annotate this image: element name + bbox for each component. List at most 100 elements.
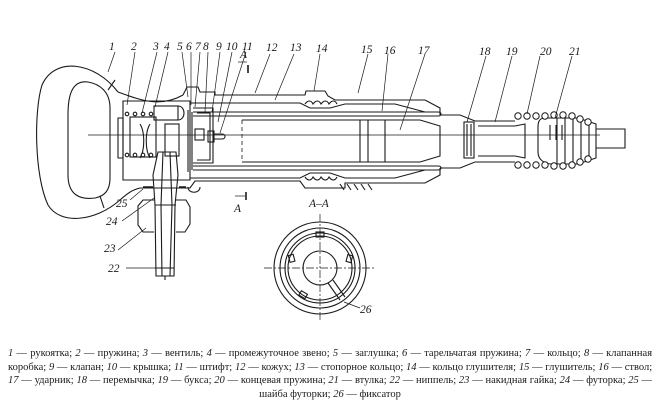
legend-text: ниппель (416, 375, 454, 387)
legend-number: 2 (75, 348, 81, 359)
section-view-a-a: A–A (264, 198, 376, 320)
legend-item: 5 — заглушка; (332, 348, 402, 359)
legend-number: 21 (328, 375, 339, 387)
air-inlet (137, 151, 201, 280)
legend-item: 12 — кожух; (234, 361, 295, 373)
legend-number: 10 (106, 361, 118, 373)
legend-text: концевая пружина (240, 375, 323, 387)
part-label-20: 20 (540, 46, 552, 58)
end-spring (514, 111, 592, 170)
legend-item: 3 — вентиль; (142, 348, 207, 359)
legend-text: штифт (199, 361, 230, 373)
part-label-2: 2 (131, 41, 137, 53)
jackhammer-schematic: A A A–A (36, 41, 626, 320)
legend-text: клапанная коробка (8, 348, 653, 373)
part-label-24: 24 (106, 216, 118, 228)
legend-number: 16 (598, 361, 609, 373)
legend-number: 17 (8, 375, 19, 387)
part-label-21: 21 (569, 46, 581, 58)
legend-text: фиксатор (359, 388, 401, 400)
legend-text: букса (184, 375, 209, 387)
part-label-22: 22 (108, 263, 120, 275)
section-title: A–A (308, 198, 330, 210)
part-label-25: 25 (116, 198, 128, 210)
legend-item: 10 — крышка; (106, 361, 174, 373)
legend-text: перемычка (103, 375, 152, 387)
legend-text: клапан (70, 361, 101, 373)
part-label-14: 14 (316, 43, 328, 55)
legend-item: 15 — глушитель; (518, 361, 599, 373)
legend-number: 19 (157, 375, 169, 387)
legend-number: 15 (518, 361, 530, 373)
legend-item: 19 — букса; (157, 375, 215, 387)
legend-item: 18 — перемычка; (76, 375, 158, 387)
legend-item: 4 — промежуточное звено; (206, 348, 333, 359)
legend-text: ствол (624, 361, 650, 373)
legend-item: 20 — концевая пружина; (214, 375, 329, 387)
legend-number: 26 (333, 388, 344, 400)
section-markers: A A (233, 49, 249, 215)
legend-text: шайба футорки (259, 388, 328, 400)
part-label-10: 10 (226, 41, 238, 53)
legend-number: 5 (332, 348, 339, 359)
legend-text: рукоятка (30, 348, 70, 359)
legend-item: 7 — кольцо; (524, 348, 584, 359)
legend-number: 20 (214, 375, 225, 387)
legend-text: вентиль (164, 348, 201, 359)
legend-item: 6 — тарельчатая пружина; (401, 348, 525, 359)
legend-text: крышка (133, 361, 169, 373)
part-label-16: 16 (384, 45, 396, 57)
legend-number: 3 (142, 348, 149, 359)
legend-text: пружина (97, 348, 137, 359)
part-label-23: 23 (104, 243, 116, 255)
legend-item: 9 — клапан; (48, 361, 107, 373)
legend-item: 1 — рукоятка; (8, 348, 76, 359)
legend-item: 2 — пружина; (75, 348, 143, 359)
legend-item: 26 — фиксатор (333, 388, 401, 400)
muffler-ring (304, 100, 373, 191)
legend-number: 4 (206, 348, 212, 359)
legend-item: 11 — штифт; (173, 361, 235, 373)
legend-item: 8 — клапанная коробка; (8, 348, 653, 373)
legend-number: 6 (401, 348, 408, 359)
legend-item: 17 — ударник; (8, 375, 77, 387)
part-label-7: 7 (195, 41, 202, 53)
legend-number: 14 (406, 361, 417, 373)
legend-item: 13 — стопорное кольцо; (294, 361, 407, 373)
part-label-3: 3 (152, 41, 159, 53)
legend-item: 14 — кольцо глушителя; (406, 361, 519, 373)
legend-item: 22 — ниппель; (389, 375, 459, 387)
legend-text: втулка (354, 375, 384, 387)
legend-number: 8 (583, 348, 590, 359)
part-label-11: 11 (242, 41, 253, 53)
legend-text: кольцо (547, 348, 578, 359)
barrel (187, 110, 442, 172)
legend-number: 13 (294, 361, 305, 373)
part-label-17: 17 (418, 45, 431, 57)
front-end (440, 114, 626, 169)
section-marker-bottom: A (233, 203, 242, 215)
legend-number: 12 (234, 361, 246, 373)
part-label-18: 18 (479, 46, 491, 58)
legend-text: ударник (34, 375, 71, 387)
legend-text: тарельчатая пружина (424, 348, 519, 359)
legend-item: 16 — ствол; (598, 361, 653, 373)
legend-item: 24 — футорка; (559, 375, 629, 387)
legend-text: футорка (586, 375, 623, 387)
legend-text: промежуточное звено (228, 348, 327, 359)
legend-number: 9 (48, 361, 55, 373)
legend-number: 23 (458, 375, 470, 387)
body-housing (117, 86, 441, 189)
legend-text: кольцо глушителя (432, 361, 514, 373)
legend-item: 21 — втулка; (328, 375, 390, 387)
legend-item: 23 — накидная гайка; (458, 375, 560, 387)
part-label-5: 5 (177, 41, 183, 53)
legend-text: стопорное кольцо (320, 361, 401, 373)
legend-number: 18 (76, 375, 87, 387)
section-marker-top: A (239, 49, 248, 61)
part-label-6: 6 (186, 41, 192, 53)
part-label-15: 15 (361, 44, 373, 56)
part-labels: 1 2 3 4 5 6 7 8 9 10 11 12 13 14 15 16 1… (104, 41, 581, 316)
handle (36, 65, 184, 219)
legend-text: накидная гайка (485, 375, 554, 387)
